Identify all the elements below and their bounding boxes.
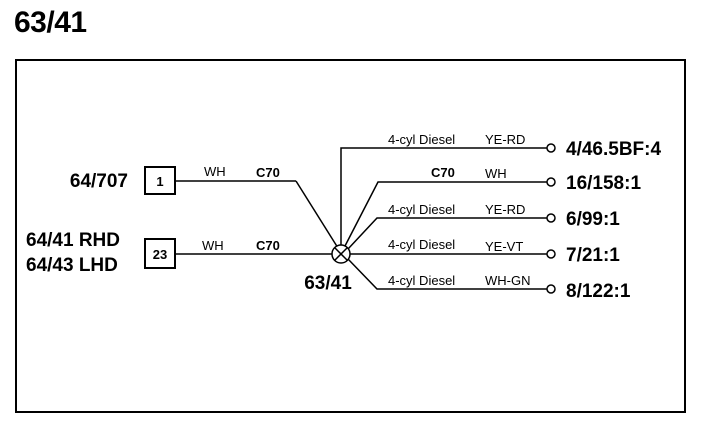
pin-box [144,166,176,195]
wire [340,147,547,245]
pin-number: 23 [153,247,167,262]
diagram-frame [15,59,686,413]
wire [347,217,547,250]
branch-color: YE-RD [485,202,525,217]
branch-color: WH [485,166,507,181]
wire [295,180,339,249]
branch-color: YE-RD [485,132,525,147]
source-ref: 64/707 [70,171,128,192]
wire [344,181,547,247]
pin-number: 1 [156,174,163,189]
branch-color: YE-VT [485,239,523,254]
source-ref-line: 64/43 LHD [26,255,118,276]
branch-color: WH-GN [485,273,531,288]
branch-condition: 4-cyl Diesel [388,202,455,217]
wire-connector: C70 [256,165,280,180]
branch-condition: 4-cyl Diesel [388,132,455,147]
terminal [546,213,556,223]
wire-connector: C70 [256,238,280,253]
branch-connector: C70 [431,165,455,180]
page-title: 63/41 [14,6,87,39]
terminal [546,284,556,294]
terminal [546,143,556,153]
terminal [546,249,556,259]
branch-dest: 8/122:1 [566,281,631,302]
branch-dest: 4/46.5BF:4 [566,139,661,160]
branch-condition: 4-cyl Diesel [388,237,455,252]
terminal [546,177,556,187]
branch-dest: 7/21:1 [566,245,620,266]
pin-box [144,238,176,269]
wire-color: WH [202,238,224,253]
branch-condition: 4-cyl Diesel [388,273,455,288]
junction-label: 63/41 [304,273,352,294]
wire-color: WH [204,164,226,179]
branch-dest: 16/158:1 [566,173,641,194]
branch-dest: 6/99:1 [566,209,620,230]
wire [347,258,547,290]
source-ref-line: 64/41 RHD [26,230,120,251]
